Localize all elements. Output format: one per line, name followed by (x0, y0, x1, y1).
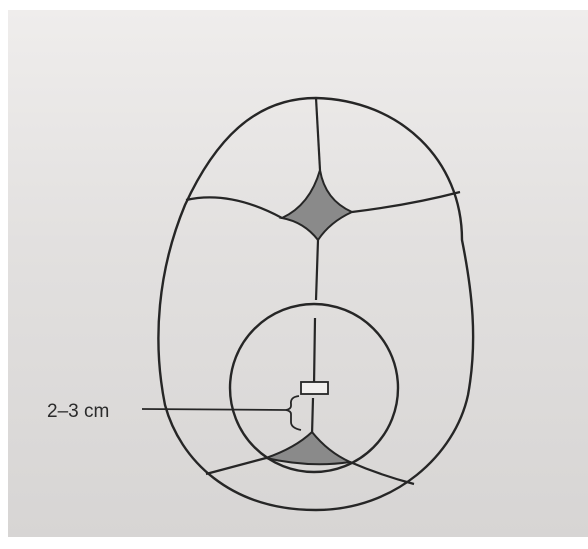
lambdoid-suture-left (206, 458, 266, 474)
sagittal-suture (312, 240, 318, 435)
measurement-marker (301, 382, 328, 394)
anterior-fontanelle (282, 170, 352, 240)
coronal-suture-left (186, 197, 282, 218)
coronal-suture-right (352, 192, 460, 212)
measurement-label: 2–3 cm (47, 401, 109, 422)
leader-line (142, 409, 286, 410)
metopic-suture (316, 98, 320, 170)
measurement-bracket (286, 396, 301, 430)
lambdoid-suture-right (350, 462, 414, 484)
posterior-fontanelle (266, 432, 350, 464)
